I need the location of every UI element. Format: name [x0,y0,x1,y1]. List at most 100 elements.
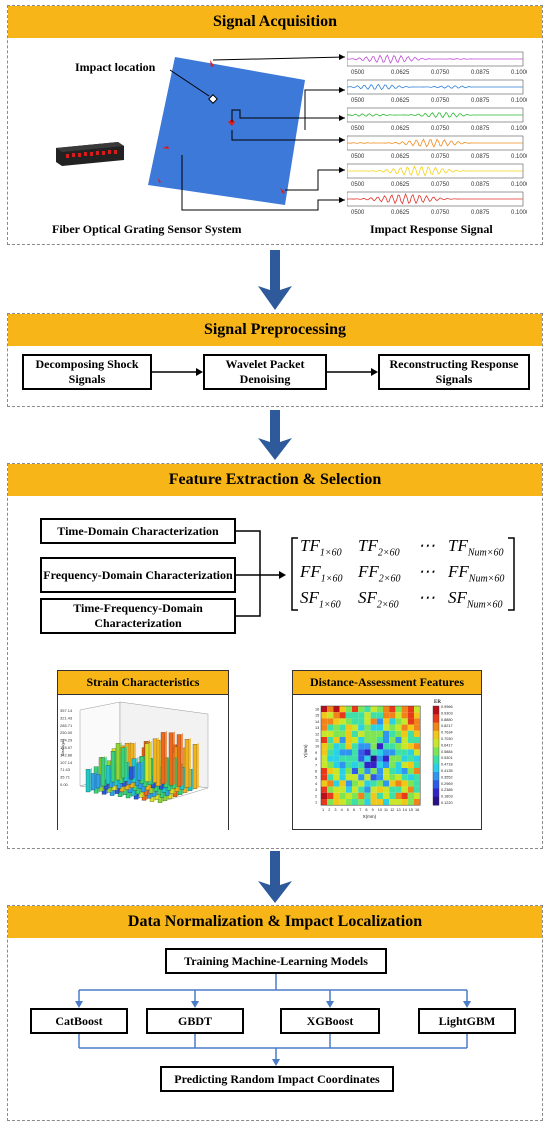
heatmap-cell [321,792,328,799]
strain-bar [105,765,111,785]
signal-acquisition-title: Signal Acquisition [8,6,542,38]
heatmap-cell [358,792,365,799]
heatmap-cell [383,792,390,799]
strain-z-tick: 285.71 [60,723,73,728]
heatmap-cell [364,724,371,731]
xgboost-box: XGBoost [280,1008,380,1034]
heatmap-cell [414,724,421,731]
heatmap-cell [321,761,328,768]
heatmap-cell [333,712,340,719]
heatmap-cell [389,786,396,793]
heatmap-cell [383,755,390,762]
heatmap-cell [389,737,396,744]
signal-tick-label: 0500 [351,182,365,188]
colorbar-tick: 0.9966 [441,705,453,709]
heatmap-cell [383,706,390,713]
heatmap-cell [352,730,359,737]
colorbar-segment [433,780,439,789]
heatmap-cell [333,718,340,725]
signal-tick-label: 0.0625 [391,98,410,104]
heatmap-cell [321,724,328,731]
heatmap-cell [345,737,352,744]
colorbar-label: ER [434,700,441,705]
strain-bar-side [189,737,191,788]
heatmap-cell [352,799,359,806]
heatmap-cell [401,755,408,762]
heatmap-cell [358,774,365,781]
heatmap-cell [407,774,414,781]
heatmap-cell [352,706,359,713]
strain-bar [176,734,182,787]
heatmap-cell [407,768,414,775]
signal-tick-label: 0.0750 [431,182,450,188]
heatmap-cell [401,768,408,775]
heatmap-cell [339,799,346,806]
colorbar-tick: 0.2969 [441,782,453,786]
heatmap-cell [370,780,377,787]
strain-plot: 357.14321.43285.71250.00214.29178.57142.… [60,701,209,803]
heatmap-x-tick: 1 [322,808,324,812]
heatmap-cell [358,737,365,744]
strain-bar [110,751,116,783]
matrix-cell: SFNum×60 [448,588,503,611]
heatmap-cell [370,724,377,731]
predicting-coordinates-box: Predicting Random Impact Coordinates [160,1066,394,1092]
heatmap-cell [358,761,365,768]
heatmap-cell [370,761,377,768]
heatmap-y-tick: 14 [315,720,319,724]
heatmap-cell [321,718,328,725]
heatmap-cell [364,799,371,806]
heatmap-cell [376,755,383,762]
flow-arrow-1 [258,250,292,310]
heatmap-cell [345,774,352,781]
heatmap-cell [333,737,340,744]
heatmap-cell [321,749,328,756]
heatmap-cell [414,743,421,750]
heatmap-x-tick: 3 [334,808,336,812]
matrix-cell: FFNum×60 [448,562,505,585]
strain-3d-bar-chart: 357.14321.43285.71250.00214.29178.57142.… [58,696,228,830]
heatmap-cell [364,749,371,756]
heatmap-cell [327,737,334,744]
heatmap-cell [345,743,352,750]
heatmap-cell [414,749,421,756]
heatmap-cell [345,724,352,731]
colorbar-segment [433,730,439,740]
strain-bar-side [125,746,127,778]
heatmap-cell [333,730,340,737]
heatmap-cell [383,768,390,775]
heatmap-cell [370,749,377,756]
fiber-sensor-device [52,140,126,166]
strain-bar-side [181,733,183,787]
preprocessing-arrows [152,368,378,376]
matrix-cell: TFNum×60 [448,536,504,559]
heatmap-cell [358,799,365,806]
colorbar-segment [433,706,439,715]
heatmap-cell [383,712,390,719]
heatmap-cell [358,718,365,725]
signal-stack: 05000.06250.07500.08750.100005000.06250.… [346,50,530,220]
heatmap-cell [414,755,421,762]
heatmap-cell [339,712,346,719]
heatmap-cell [364,792,371,799]
flow-arrow-2 [258,410,292,460]
heatmap-cell [389,768,396,775]
heatmap-cell [370,774,377,781]
heatmap-cell [370,730,377,737]
strain-bar [184,739,190,788]
heatmap-x-tick: 11 [384,808,388,812]
heatmap-cell [345,792,352,799]
colorbar-tick: 0.2386 [441,788,453,792]
strain-bar-side [197,742,199,789]
heatmap-cell [395,799,402,806]
heatmap-cell [370,755,377,762]
heatmap-cell [352,774,359,781]
strain-bar [144,743,150,782]
heatmap-cell [352,780,359,787]
